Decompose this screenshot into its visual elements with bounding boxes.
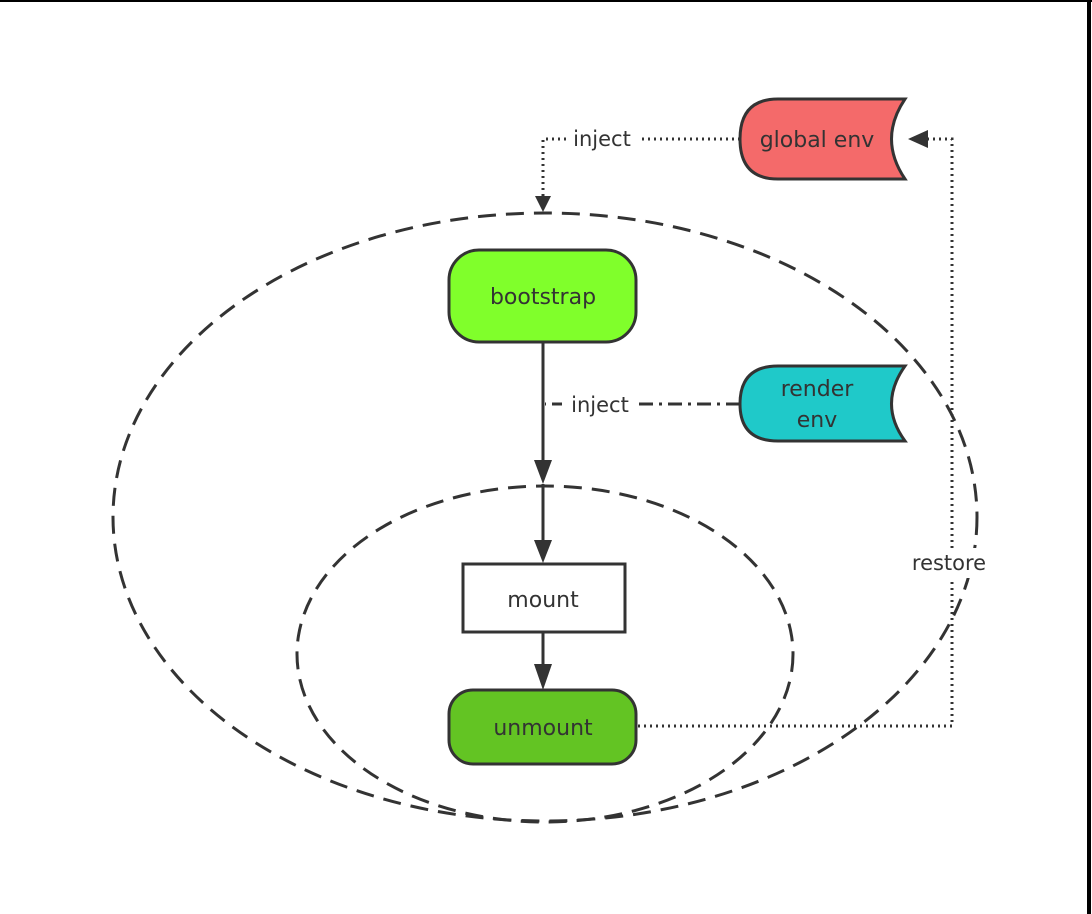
unmount-node[interactable]: unmount (447, 688, 638, 766)
restore-arrowhead (908, 130, 928, 148)
global-env-label: global env (760, 128, 875, 153)
bootstrap-shape (447, 248, 638, 344)
mount-node[interactable]: mount (461, 562, 627, 634)
render-env-label-line2: env (797, 408, 838, 433)
mount-label: mount (507, 588, 579, 613)
restore-connector (638, 137, 954, 728)
inject-top-label: inject (573, 127, 631, 151)
flow-arrowhead-1 (534, 460, 552, 484)
inner-lifecycle-ellipse (295, 484, 795, 824)
render-env-shape (738, 364, 908, 443)
inject-top-label-bg (566, 124, 639, 154)
flow-arrowhead-2 (534, 540, 552, 563)
inject-top-arrowhead (535, 196, 551, 212)
unmount-label: unmount (493, 716, 593, 741)
unmount-shape (447, 688, 638, 766)
render-env-node[interactable]: render env (738, 364, 908, 443)
mount-shape (461, 562, 627, 634)
mount-unmount-arrowhead (534, 664, 552, 690)
render-env-label-line1: render (781, 377, 855, 402)
restore-label-bg (902, 548, 996, 578)
global-env-node[interactable]: global env (738, 97, 908, 181)
inject-render-label: inject (571, 393, 629, 417)
bootstrap-label: bootstrap (490, 285, 596, 310)
bootstrap-node[interactable]: bootstrap (447, 248, 638, 344)
outer-lifecycle-ellipse (111, 211, 979, 823)
restore-label: restore (912, 551, 986, 575)
global-env-shape (738, 97, 908, 181)
inject-render-label-bg (562, 390, 638, 420)
